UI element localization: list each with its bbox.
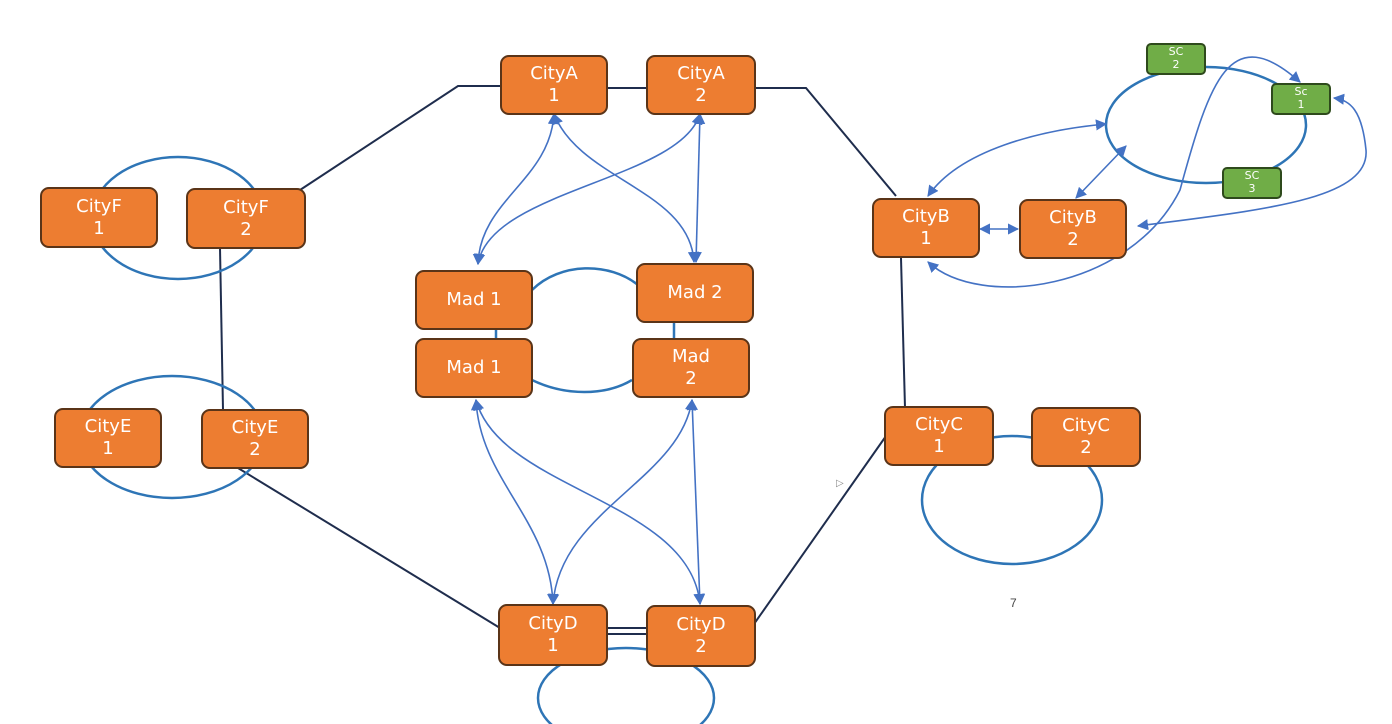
node-label-line1: Mad 1	[446, 289, 502, 311]
node-cityB2[interactable]: CityB 2	[1019, 199, 1127, 259]
node-cityD1[interactable]: CityD 1	[498, 604, 608, 666]
node-label-line1: CityC	[915, 414, 963, 436]
node-label-line1: CityA	[677, 63, 725, 85]
arrow-mad1b-cityD2	[473, 398, 705, 606]
node-cityA2[interactable]: CityA 2	[646, 55, 756, 115]
node-cityC1[interactable]: CityC 1	[884, 406, 994, 466]
node-label-line1: CityE	[231, 417, 279, 439]
node-label-line1: CityF	[223, 196, 269, 218]
arrow-mad1b-cityD1	[470, 398, 559, 606]
node-label-line2: 1	[920, 228, 932, 249]
node-label-line2: 1	[102, 438, 114, 459]
ring-mad-top	[531, 267, 639, 291]
node-label-line1: SC	[1168, 45, 1184, 59]
node-label-line1: CityF	[76, 195, 122, 217]
node-label-line1: CityD	[676, 614, 726, 636]
node-label-line1: Mad	[672, 346, 710, 368]
node-label-line2: 1	[93, 217, 105, 239]
arrow-cityA1-mad1a	[472, 112, 559, 266]
arrow-cityB2-scring	[1075, 145, 1127, 199]
trunk-cityE2-cityF2	[219, 247, 224, 411]
mouse-cursor-icon: ▷	[836, 478, 844, 489]
arrow-mad2b-cityD1	[548, 398, 697, 606]
trunk-cityB1-cityC1	[900, 257, 906, 409]
node-label-line2: 2	[1067, 229, 1079, 250]
ring-cityD	[536, 646, 716, 724]
node-cityB1[interactable]: CityB 1	[872, 198, 980, 258]
node-label-line2: 2	[1080, 437, 1092, 458]
node-label-line2: 3	[1248, 182, 1256, 195]
node-label-line1: Mad 2	[667, 282, 723, 304]
node-label-line1: CityA	[530, 63, 578, 85]
node-cityF1[interactable]: CityF 1	[40, 187, 158, 248]
arrow-mad2b-cityD2	[686, 398, 706, 606]
node-label-line1: SC	[1244, 169, 1260, 183]
node-sc2[interactable]: SC 2	[1146, 43, 1206, 75]
arrow-cityA2-mad2a	[690, 112, 706, 264]
node-label-line1: CityB	[902, 206, 950, 228]
node-cityF2[interactable]: CityF 2	[186, 188, 306, 249]
node-mad1-upper[interactable]: Mad 1	[415, 270, 533, 330]
node-cityE1[interactable]: CityE 1	[54, 408, 162, 468]
node-label-line1: Mad 1	[446, 357, 502, 379]
trunk-lines	[219, 85, 906, 635]
node-label-line2: 1	[933, 436, 945, 457]
node-label-line2: 2	[1172, 58, 1180, 71]
node-cityD2[interactable]: CityD 2	[646, 605, 756, 667]
trunk-cityD1-cityE2	[237, 467, 501, 629]
arrow-cityA1-mad2a	[552, 112, 700, 264]
node-mad1-lower[interactable]: Mad 1	[415, 338, 533, 398]
node-sc1[interactable]: Sc 1	[1271, 83, 1331, 115]
node-label-line2: 1	[547, 635, 559, 656]
node-label-line1: CityE	[84, 416, 132, 438]
node-sc3[interactable]: SC 3	[1222, 167, 1282, 199]
node-label-line2: 2	[249, 439, 261, 460]
node-cityE2[interactable]: CityE 2	[201, 409, 309, 469]
node-label-line2: 2	[240, 218, 252, 240]
node-cityA1[interactable]: CityA 1	[500, 55, 608, 115]
arrow-cityB1-scring	[927, 119, 1108, 197]
node-cityC2[interactable]: CityC 2	[1031, 407, 1141, 467]
node-label-line2: 1	[1297, 98, 1305, 111]
node-mad2-upper[interactable]: Mad 2	[636, 263, 754, 323]
node-mad2-lower[interactable]: Mad 2	[632, 338, 750, 398]
node-label-line2: 2	[695, 85, 707, 106]
node-label-line1: CityD	[528, 613, 578, 635]
arrow-cityB2-sc1	[1136, 93, 1367, 231]
arrow-lines	[470, 56, 1367, 606]
arrow-cityA2-mad1a	[474, 112, 703, 266]
page-number: 7	[1010, 596, 1017, 610]
node-label-line1: CityC	[1062, 415, 1110, 437]
node-label-line2: 2	[695, 636, 707, 657]
node-label-line2: 2	[685, 368, 697, 389]
ring-cityC	[920, 434, 1104, 566]
ring-mad-bottom	[531, 378, 633, 394]
trunk-cityA2-cityB1	[754, 87, 897, 197]
node-label-line1: CityB	[1049, 207, 1097, 229]
node-label-line1: Sc	[1294, 85, 1308, 99]
trunk-cityC1-cityD2	[753, 435, 887, 625]
trunk-cityF2-cityA1	[299, 85, 502, 191]
node-label-line2: 1	[548, 85, 560, 106]
